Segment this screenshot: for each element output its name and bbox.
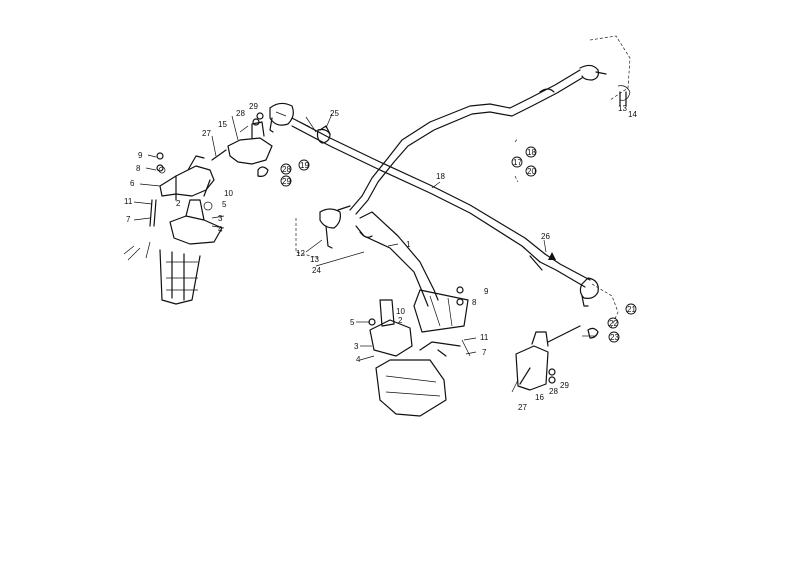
right-steering-box: [369, 299, 471, 417]
label-9b: 9: [484, 287, 489, 296]
label-ring-21: [625, 303, 637, 315]
label-7a: 7: [126, 215, 131, 224]
idler-arm: [355, 211, 469, 333]
label-ring-23: [608, 331, 620, 343]
label-10b: 10: [396, 307, 405, 316]
label-17: 17: [513, 158, 522, 167]
label-8a: 8: [136, 164, 141, 173]
label-25: 25: [330, 109, 339, 118]
left-tie-rod-end: [269, 102, 331, 144]
label-3a: 3: [218, 214, 223, 223]
idler-rod-end: [319, 205, 351, 249]
label-13a: 13: [618, 104, 627, 113]
label-8b: 8: [472, 298, 477, 307]
label-ring-22: [607, 317, 619, 329]
dash-right: [591, 283, 619, 331]
dash-mid: [295, 218, 319, 259]
hardware: [156, 91, 627, 384]
label-29b: 29: [560, 381, 569, 390]
label-13b: 13: [310, 255, 319, 264]
label-9a: 9: [138, 151, 143, 160]
part-labels: 9 8 6 11 7 2 10 5 3 4 27 15 28 29 25 28 …: [124, 102, 637, 412]
label-ring-17: [511, 156, 523, 168]
top-right-knuckle: [589, 35, 631, 101]
label-ring-20: [525, 165, 537, 177]
label-5a: 5: [222, 200, 227, 209]
label-12: 12: [296, 249, 305, 258]
label-6: 6: [130, 179, 135, 188]
label-28b: 28: [549, 387, 558, 396]
label-11a: 11: [124, 197, 133, 206]
drag-link: [349, 64, 607, 215]
label-4a: 4: [218, 225, 223, 234]
label-16: 16: [535, 393, 544, 402]
label-3b: 3: [354, 342, 359, 351]
label-ring-19: [298, 159, 310, 171]
label-5b: 5: [350, 318, 355, 327]
label-24: 24: [312, 266, 321, 275]
label-19: 19: [300, 161, 309, 170]
label-28c: 28: [282, 165, 291, 174]
left-bracket: [211, 121, 273, 177]
label-26: 26: [541, 232, 550, 241]
label-27a: 27: [202, 129, 211, 138]
label-15: 15: [218, 120, 227, 129]
label-1: 1: [406, 240, 411, 249]
label-29a: 29: [249, 102, 258, 111]
label-22: 22: [609, 319, 618, 328]
label-21: 21: [627, 305, 636, 314]
label-4b: 4: [356, 355, 361, 364]
label-11b: 11: [480, 333, 489, 342]
label-28a: 28: [236, 109, 245, 118]
label-7b: 7: [482, 348, 487, 357]
label-ring-29c: [280, 175, 292, 187]
dash-ref: [514, 137, 519, 183]
label-23: 23: [610, 333, 619, 342]
label-ring-28c: [280, 163, 292, 175]
label-2b: 2: [398, 316, 403, 325]
label-27b: 27: [518, 403, 527, 412]
right-bracket: [511, 325, 581, 393]
leader-lines: [133, 113, 596, 361]
label-14: 14: [628, 110, 637, 119]
label-ring-18c: [525, 146, 537, 158]
left-steering-box: [123, 155, 223, 305]
label-29c: 29: [282, 177, 291, 186]
label-20: 20: [527, 167, 536, 176]
label-2a: 2: [176, 199, 181, 208]
label-18c: 18: [527, 148, 536, 157]
label-10a: 10: [224, 189, 233, 198]
label-18: 18: [436, 172, 445, 181]
